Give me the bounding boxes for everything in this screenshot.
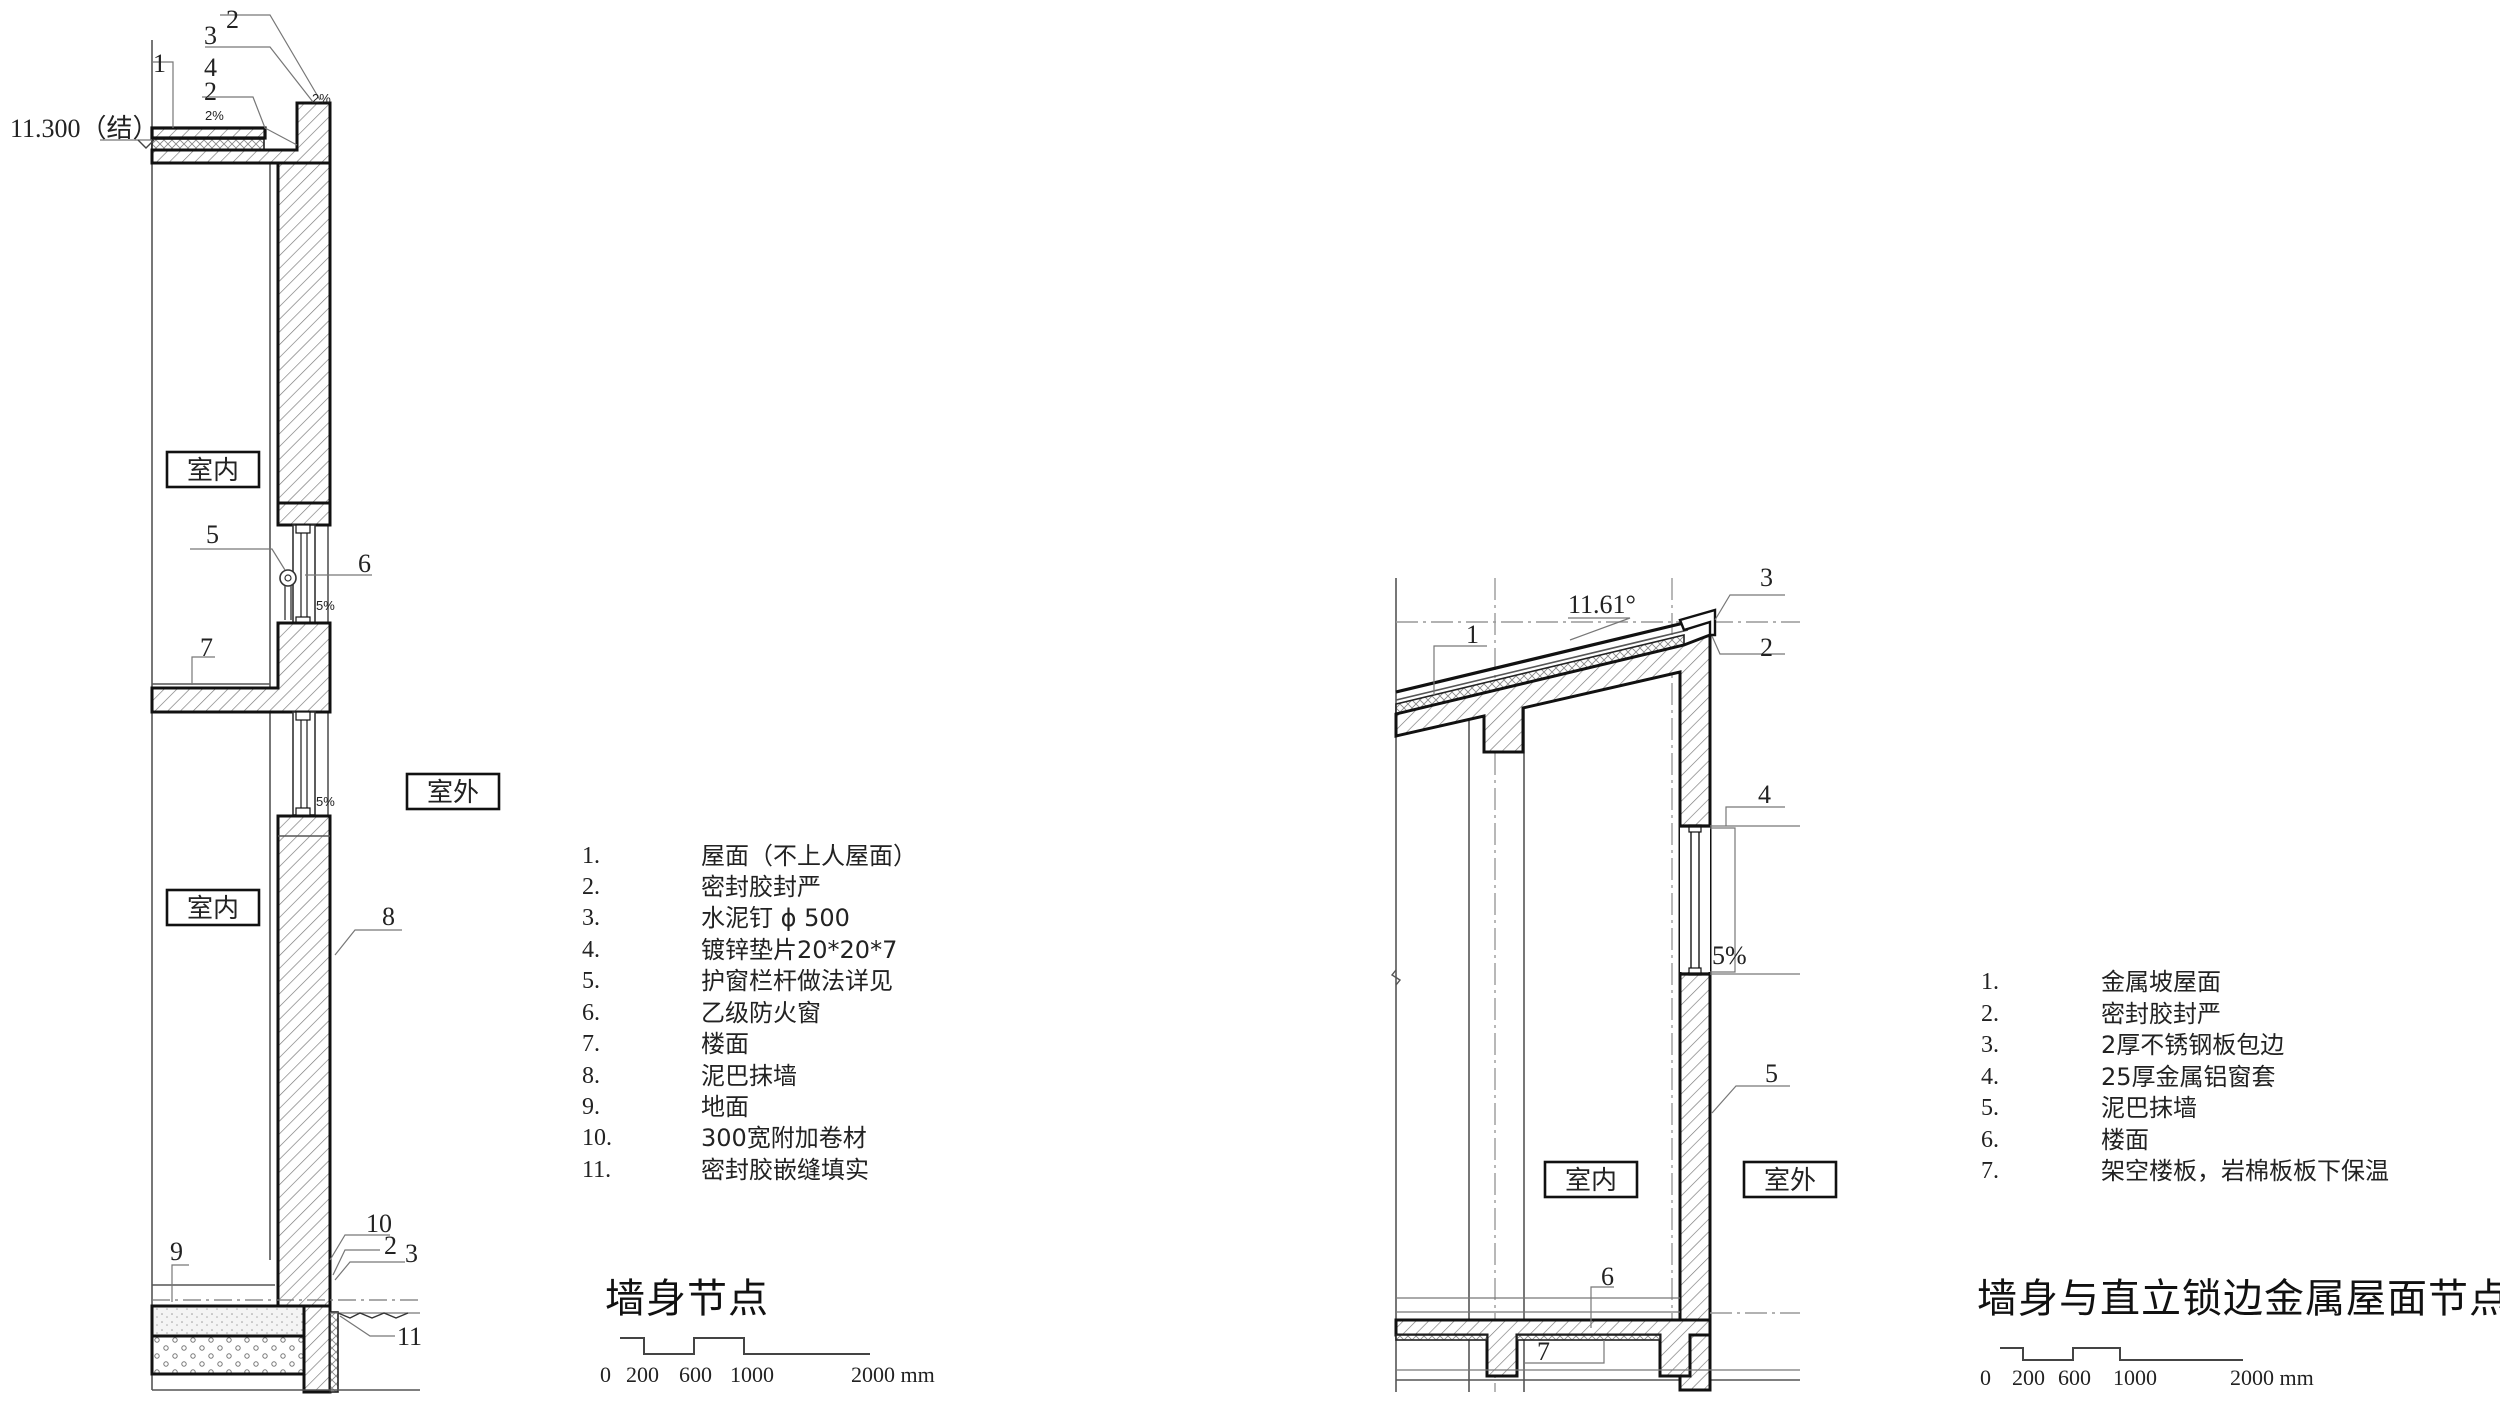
right-scale-tick-1000: 1000 <box>2113 1365 2157 1390</box>
slope-label-window: 5% <box>1712 941 1747 970</box>
callout-10: 10 <box>366 1209 392 1238</box>
roof-angle-label: 11.61° <box>1568 590 1636 619</box>
callout-2-bottom: 2 <box>384 1231 397 1260</box>
callout-6: 6 <box>358 549 371 578</box>
left-scale-tick-600: 600 <box>679 1362 712 1387</box>
slope-label-roof: 2% <box>205 108 224 123</box>
callout-r2: 2 <box>1760 633 1773 662</box>
room-label-outdoor-left: 室外 <box>405 772 501 811</box>
callout-11: 11 <box>397 1322 422 1351</box>
callout-r3: 3 <box>1760 563 1773 592</box>
callout-3-bottom: 3 <box>405 1239 418 1268</box>
left-scale-tick-1000: 1000 <box>730 1362 774 1387</box>
svg-text:室外: 室外 <box>427 778 479 808</box>
callout-1: 1 <box>153 49 166 78</box>
left-legend: 1.屋面（不上人屋面） 2.密封胶封严 3.水泥钉 ϕ 500 4.镀锌垫片20… <box>582 842 917 1184</box>
svg-text:室外: 室外 <box>1764 1166 1816 1196</box>
callout-9: 9 <box>170 1237 183 1266</box>
callout-r6: 6 <box>1601 1262 1614 1291</box>
elevation-label: 11.300（结） <box>10 114 159 143</box>
left-scale-tick-0: 0 <box>600 1362 611 1387</box>
svg-text:室内: 室内 <box>187 456 239 486</box>
left-scale-tick-2000: 2000 mm <box>851 1362 935 1387</box>
right-scale-tick-600: 600 <box>2058 1365 2091 1390</box>
callout-r4: 4 <box>1758 780 1771 809</box>
right-callouts: 11.61° 1 2 3 4 5% 5 6 7 <box>1390 563 1790 1366</box>
svg-text:室内: 室内 <box>187 894 239 924</box>
room-label-outdoor-right: 室外 <box>1742 1160 1838 1199</box>
right-wall-roof-section <box>1394 578 1800 1392</box>
callout-r5: 5 <box>1765 1059 1778 1088</box>
callout-7: 7 <box>200 633 213 662</box>
right-scale-tick-0: 0 <box>1980 1365 1991 1390</box>
right-scale-tick-2000: 2000 mm <box>2230 1365 2314 1390</box>
right-scale-bar <box>2000 1347 2243 1361</box>
slope-label-parapet: 2% <box>312 91 331 106</box>
room-label-indoor-right: 室内 <box>1543 1160 1639 1199</box>
left-detail-title: 墙身节点 <box>605 1276 769 1322</box>
right-scale-tick-200: 200 <box>2012 1365 2045 1390</box>
left-wall-section <box>150 40 420 1394</box>
room-label-indoor-lower: 室内 <box>165 888 261 927</box>
right-legend: 1.金属坡屋面 2.密封胶封严 3.2厚不锈钢板包边 4.25厚金属铝窗套 5.… <box>1981 968 2389 1185</box>
slope-label-window-upper: 5% <box>316 598 335 613</box>
left-callouts: 1 2 3 4 2 2% 2% 11.300（结） 5 6 5% 7 5% 8 … <box>10 5 422 1351</box>
left-scale-bar <box>620 1337 870 1355</box>
svg-text:室内: 室内 <box>1565 1166 1617 1196</box>
left-scale-tick-200: 200 <box>626 1362 659 1387</box>
slope-label-window-lower: 5% <box>316 794 335 809</box>
callout-2-top: 2 <box>226 5 239 34</box>
room-label-indoor-upper: 室内 <box>165 450 261 489</box>
callout-r7: 7 <box>1537 1337 1550 1366</box>
callout-2-mid: 2 <box>204 77 217 106</box>
callout-r1: 1 <box>1466 620 1479 649</box>
callout-8: 8 <box>382 902 395 931</box>
callout-5: 5 <box>206 520 219 549</box>
right-detail-title: 墙身与直立锁边金属屋面节点 <box>1977 1276 2500 1322</box>
callout-3-top: 3 <box>204 21 217 50</box>
callout-4-top: 4 <box>204 53 217 82</box>
